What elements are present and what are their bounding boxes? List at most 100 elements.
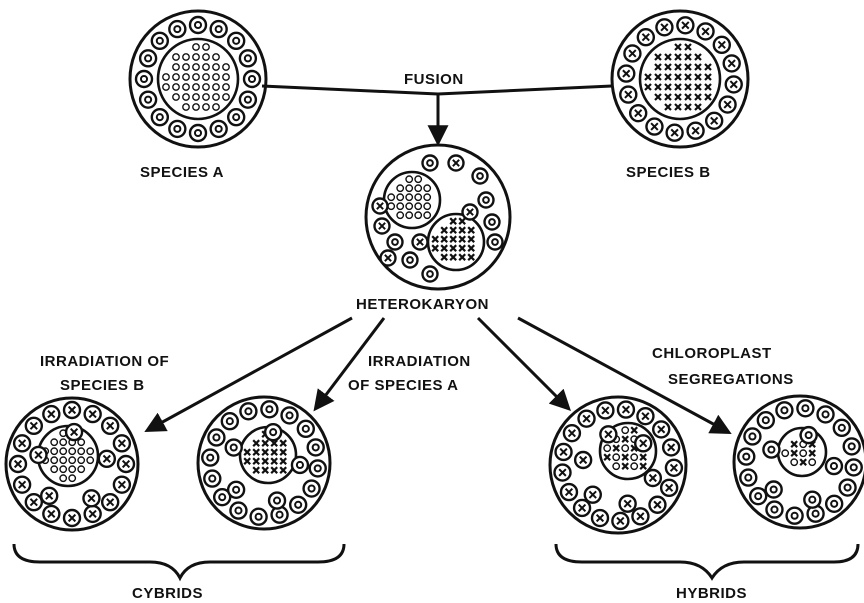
organelle-b [677, 17, 693, 33]
organelle-b [99, 451, 115, 467]
organelle-b [43, 406, 59, 422]
organelle-a [787, 508, 803, 524]
organelle-a [228, 33, 244, 49]
organelle-a [488, 235, 503, 250]
organelle-a [136, 71, 152, 87]
organelle-a [226, 440, 242, 456]
organelle-a [826, 496, 842, 512]
organelle-b [373, 199, 388, 214]
cybrid-cell-2 [198, 397, 330, 529]
nucleus [158, 39, 238, 119]
organelle-b [102, 494, 118, 510]
organelle-a [744, 428, 760, 444]
organelle-a [169, 21, 185, 37]
irradiation-b-label-line1: IRRADIATION OF [40, 353, 169, 370]
organelle-b [555, 465, 571, 481]
organelle-b [638, 29, 654, 45]
organelle-a [310, 460, 326, 476]
organelle-b [85, 406, 101, 422]
organelle-b [661, 480, 677, 496]
cybrids-label: CYBRIDS [132, 585, 203, 602]
cybrids-brace [14, 544, 344, 578]
organelle-b [646, 119, 662, 135]
organelle-b [375, 219, 390, 234]
organelle-b [449, 156, 464, 171]
organelle-a [269, 493, 285, 509]
organelle-a [251, 509, 267, 525]
organelle-b [688, 123, 704, 139]
species-a-cell [130, 11, 266, 147]
hybrids-label: HYBRIDS [676, 585, 747, 602]
organelle-a [169, 121, 185, 137]
organelle-b [556, 444, 572, 460]
organelle-a [292, 457, 308, 473]
organelle-b [637, 408, 653, 424]
organelle-b [645, 470, 661, 486]
organelle-a [485, 215, 500, 230]
organelle-a [140, 50, 156, 66]
organelle-b [585, 487, 601, 503]
organelle-b [43, 506, 59, 522]
nucleus [640, 39, 720, 119]
organelle-b [66, 424, 82, 440]
organelle-b [114, 477, 130, 493]
organelle-b [118, 456, 134, 472]
irradiation-a-label-line2: OF SPECIES A [348, 377, 458, 394]
species-a-label: SPECIES A [140, 164, 224, 181]
organelle-a [776, 402, 792, 418]
organelle-b [656, 19, 672, 35]
organelle-b [632, 508, 648, 524]
organelle-a [140, 92, 156, 108]
organelle-a [228, 109, 244, 125]
organelle-a [190, 17, 206, 33]
organelle-a [282, 407, 298, 423]
cybrid-cell-1 [6, 398, 138, 530]
organelle-b [575, 452, 591, 468]
organelle-b [114, 435, 130, 451]
organelle-a [152, 33, 168, 49]
organelle-b [30, 447, 46, 463]
organelle-a [290, 497, 306, 513]
organelle-a [202, 450, 218, 466]
organelle-a [240, 50, 256, 66]
irradiation-a-label-line1: IRRADIATION [368, 353, 471, 370]
organelle-a [844, 438, 860, 454]
organelle-a [240, 92, 256, 108]
arrow-to-hybrid-1 [478, 318, 568, 408]
organelle-b [635, 435, 651, 451]
fusion-line-from-b [438, 86, 612, 94]
organelle-b [579, 411, 595, 427]
organelle-a [308, 439, 324, 455]
organelle-b [698, 23, 714, 39]
organelle-a [479, 193, 494, 208]
organelle-a [766, 482, 782, 498]
organelle-b [724, 55, 740, 71]
organelle-a [304, 481, 320, 497]
organelle-b [620, 87, 636, 103]
organelle-a [208, 429, 224, 445]
organelle-b [14, 435, 30, 451]
organelle-b [600, 426, 616, 442]
organelle-a [261, 401, 277, 417]
organelle-b [620, 496, 636, 512]
organelle-b [10, 456, 26, 472]
organelle-b [64, 510, 80, 526]
organelle-a [826, 458, 842, 474]
chloroplast-label-line2: SEGREGATIONS [668, 371, 794, 388]
organelle-a [763, 442, 779, 458]
organelle-a [240, 403, 256, 419]
organelle-b [624, 45, 640, 61]
nucleus [384, 172, 440, 228]
organelle-a [834, 420, 850, 436]
organelle-a [766, 502, 782, 518]
organelle-a [758, 412, 774, 428]
organelle-b [618, 66, 634, 82]
species-b-cell [612, 11, 748, 147]
organelle-b [666, 460, 682, 476]
organelle-b [706, 113, 722, 129]
organelle-b [653, 421, 669, 437]
organelle-a [388, 235, 403, 250]
organelle-a [211, 121, 227, 137]
hybrids-brace [556, 544, 858, 578]
organelle-a [230, 503, 246, 519]
